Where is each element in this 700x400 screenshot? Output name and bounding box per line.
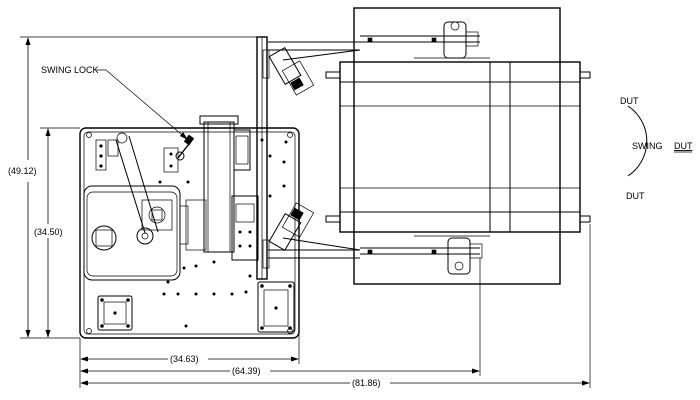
test-table	[353, 7, 561, 285]
motor-housing	[83, 185, 181, 281]
vertical-beam	[256, 36, 270, 280]
base-plate	[79, 127, 300, 339]
dim-base-height: (34.50)	[34, 127, 80, 338]
base-width-value: (34.63)	[170, 354, 199, 364]
dut-right-label: DUT	[674, 141, 693, 151]
swing-arm	[107, 132, 159, 245]
dim-overall-width: (81.86)	[80, 224, 591, 390]
lower-actuator	[268, 202, 361, 259]
top-clamp	[360, 21, 490, 63]
swing-lock-label: SWING LOCK	[41, 65, 99, 75]
swing-label: SWING	[632, 141, 663, 151]
lower-left-pad	[97, 295, 133, 331]
bottom-clamp	[360, 231, 490, 275]
dut-tray	[325, 61, 591, 233]
swing-symbol: DUT SWING DUT DUT	[620, 96, 693, 201]
overall-height-value: (49.12)	[8, 166, 37, 176]
upper-actuator	[268, 41, 361, 96]
mid-width-value: (64.39)	[232, 366, 261, 376]
swing-lock-callout: SWING LOCK	[41, 65, 189, 141]
central-column	[179, 115, 259, 261]
dut-top-label: DUT	[620, 96, 639, 106]
dut-bottom-label: DUT	[626, 191, 645, 201]
lower-right-pad	[257, 281, 295, 333]
base-fasteners	[162, 138, 288, 296]
base-height-value: (34.50)	[34, 227, 63, 237]
dim-base-width: (34.63)	[79, 332, 300, 388]
dim-overall-height: (49.12)	[8, 36, 258, 339]
swing-lock	[175, 134, 195, 161]
dim-mid-width: (64.39)	[80, 258, 481, 378]
overall-width-value: (81.86)	[352, 378, 381, 388]
